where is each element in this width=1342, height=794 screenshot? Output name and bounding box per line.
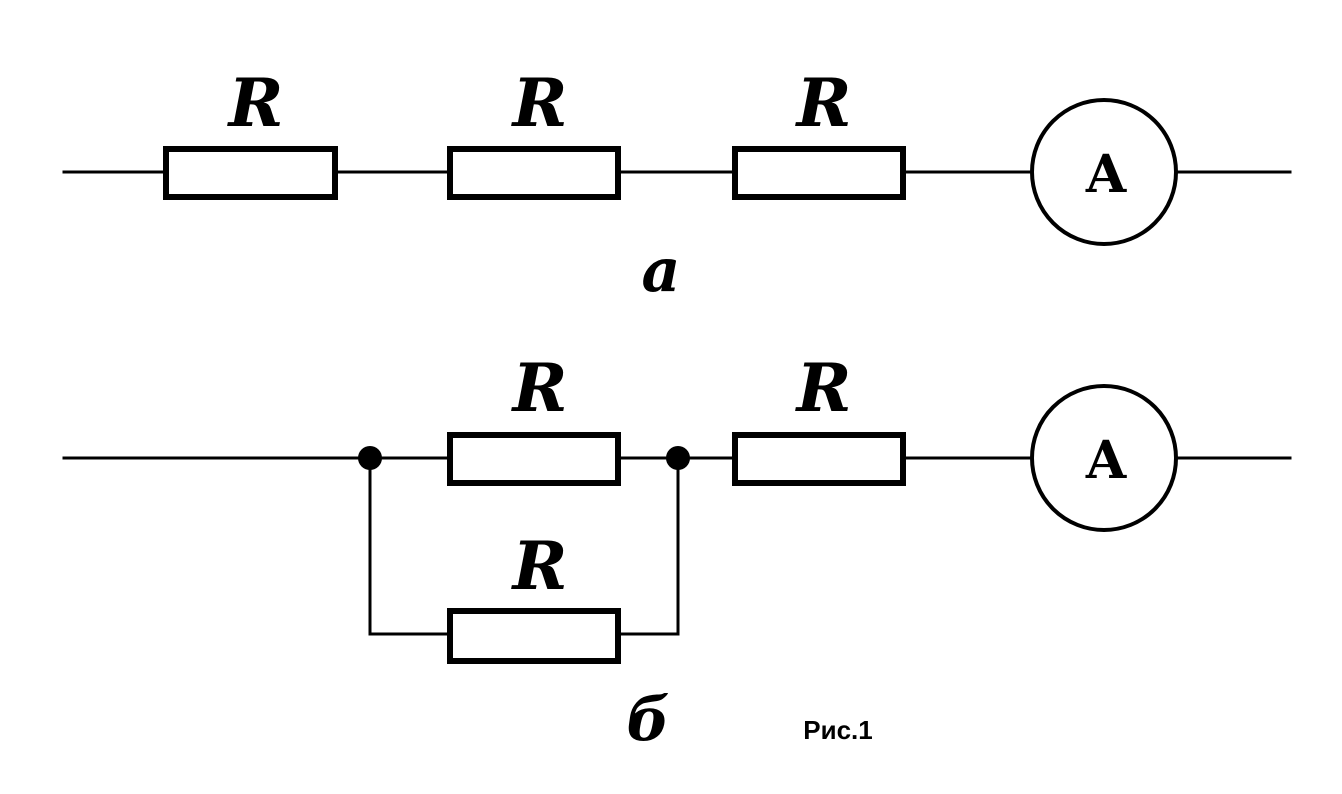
resistor-a3	[732, 146, 906, 200]
junction-node-right	[666, 446, 690, 470]
resistor-b-parallel-top	[447, 432, 621, 486]
resistor-b-series-label: R	[795, 349, 852, 427]
wire	[616, 456, 680, 636]
ammeter-b	[1030, 384, 1178, 532]
circuit-a: R R R A а	[62, 64, 1292, 306]
figure-label: Рис.1	[803, 715, 872, 745]
ammeter-b-label: A	[1085, 430, 1127, 491]
resistor-a1	[163, 146, 338, 200]
junction-node-left	[358, 446, 382, 470]
resistor-a3-label: R	[795, 64, 852, 142]
resistor-a2-label: R	[511, 64, 568, 142]
circuit-b: R R R A б	[62, 349, 1292, 755]
resistor-b-parallel-bottom	[447, 608, 621, 664]
ammeter-a-label: A	[1085, 144, 1127, 205]
caption-a: а	[642, 236, 681, 306]
wire	[368, 456, 452, 636]
resistor-b-series	[732, 432, 906, 486]
resistor-a1-label: R	[227, 64, 284, 142]
resistor-b-parallel-bottom-label: R	[511, 527, 568, 605]
ammeter-a	[1030, 98, 1178, 246]
resistor-b-parallel-top-label: R	[511, 349, 568, 427]
resistor-a2	[447, 146, 621, 200]
caption-b: б	[626, 685, 669, 755]
